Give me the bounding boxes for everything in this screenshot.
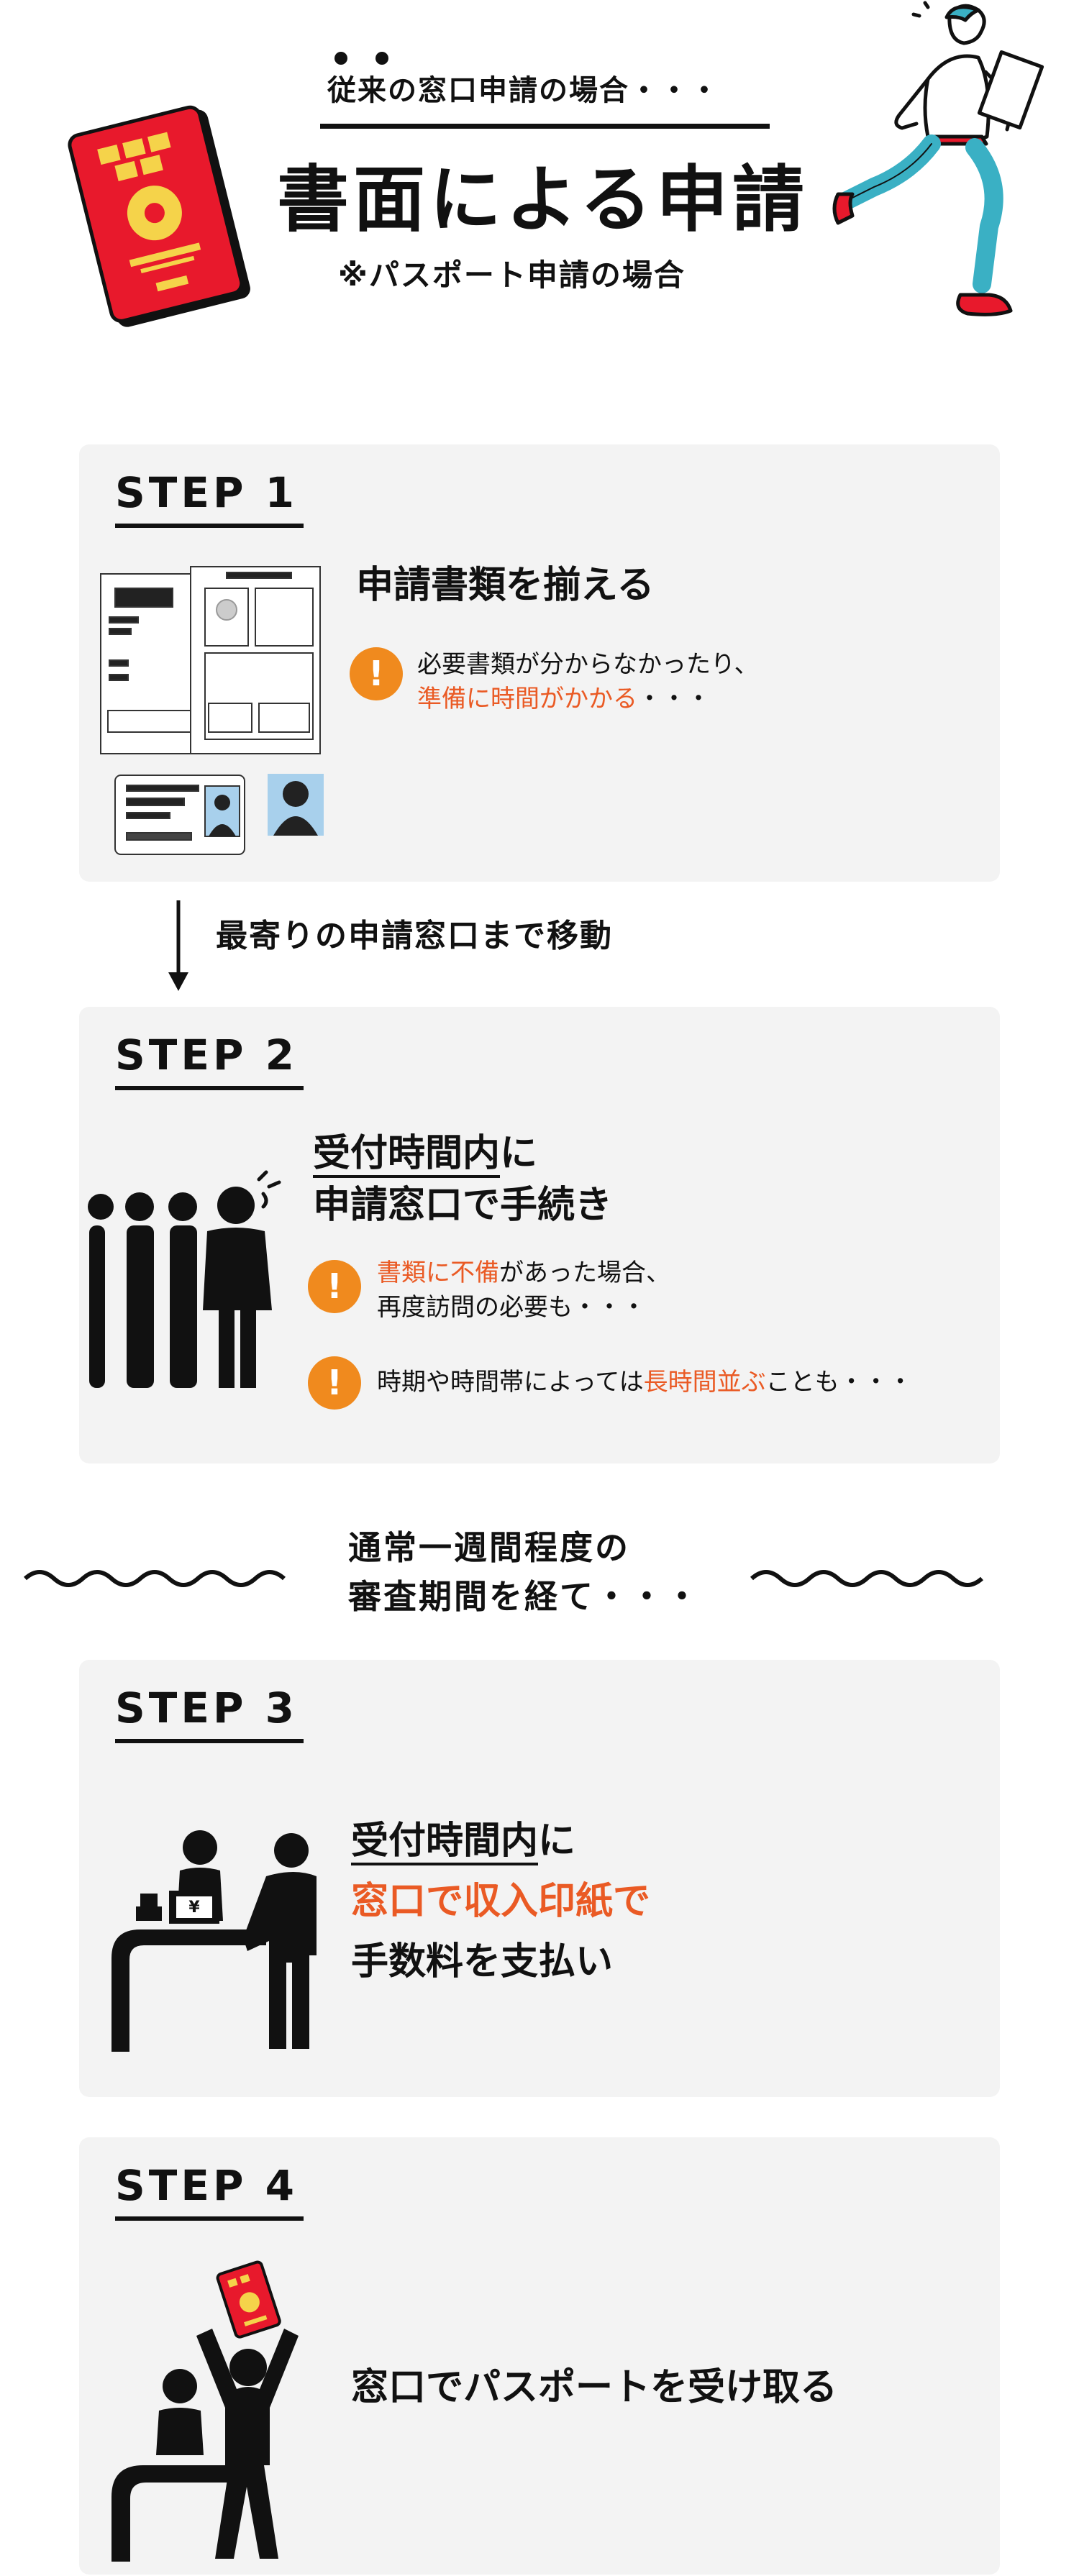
highlight-text: 準備に時間がかかる [417, 685, 637, 713]
step2-note2: 時期や時間帯によっては長時間並ぶことも・・・ [377, 1368, 913, 1397]
emphasis-dot [375, 52, 388, 65]
step1-note: 必要書類が分からなかったり、 準備に時間がかかる・・・ [417, 650, 759, 713]
header-divider [320, 124, 770, 129]
receive-passport-icon [111, 2260, 299, 2562]
step2-card: STEP 2 受付時間内に 申請窓口で手続き ! 書類に不備があった場合、 再度… [79, 1007, 1000, 1463]
step2-title: 受付時間内に 申請窓口で手続き [313, 1132, 613, 1227]
step1-title: 申請書類を揃える [356, 564, 655, 607]
documents-icon [100, 566, 324, 855]
step2-note1: 書類に不備があった場合、 再度訪問の必要も・・・ [377, 1259, 670, 1322]
wave-divider-left [23, 1570, 286, 1587]
warning-icon: ! [350, 647, 403, 700]
page-title: 書面による申請 [277, 157, 809, 242]
underlined-text: 受付時間内 [351, 1819, 539, 1865]
review-text: 通常一週間程度の 審査期間を経て・・・ [348, 1528, 701, 1616]
step4-label: STEP 4 [115, 2165, 304, 2221]
step1-label: STEP 1 [115, 472, 304, 528]
passport-icon [68, 105, 250, 327]
step3-label: STEP 3 [115, 1687, 304, 1743]
header: 従来の窓口申請の場合・・・ 書面による申請 ※パスポート申請の場合 [0, 0, 1079, 374]
wave-divider-right [750, 1570, 984, 1587]
header-note: ※パスポート申請の場合 [338, 257, 686, 293]
step2-label: STEP 2 [115, 1034, 304, 1090]
running-man-icon [832, 1, 1044, 316]
header-subtitle: 従来の窓口申請の場合・・・ [327, 74, 720, 107]
emphasis-dot [334, 52, 347, 65]
step1-card: STEP 1 [79, 444, 1000, 882]
step4-card: STEP 4 窓口でパスポートを受け取る [79, 2137, 1000, 2575]
counter-payment-icon: ¥ [111, 1830, 317, 2052]
step4-title: 窓口でパスポートを受け取る [351, 2366, 838, 2409]
step3-title: 受付時間内に 窓口で収入印紙で 手数料を支払い [351, 1819, 651, 1983]
svg-text:¥: ¥ [188, 1899, 200, 1917]
queue-people-icon [88, 1170, 281, 1388]
underlined-text: 受付時間内 [313, 1132, 501, 1178]
move-label: 最寄りの申請窓口まで移動 [216, 918, 613, 954]
arrow-down-icon [168, 900, 188, 991]
warning-icon: ! [308, 1356, 361, 1410]
warning-icon: ! [308, 1260, 361, 1313]
step3-card: STEP 3 ¥ 受付時間内に 窓口で収入印紙で 手数料を支払い [79, 1660, 1000, 2097]
